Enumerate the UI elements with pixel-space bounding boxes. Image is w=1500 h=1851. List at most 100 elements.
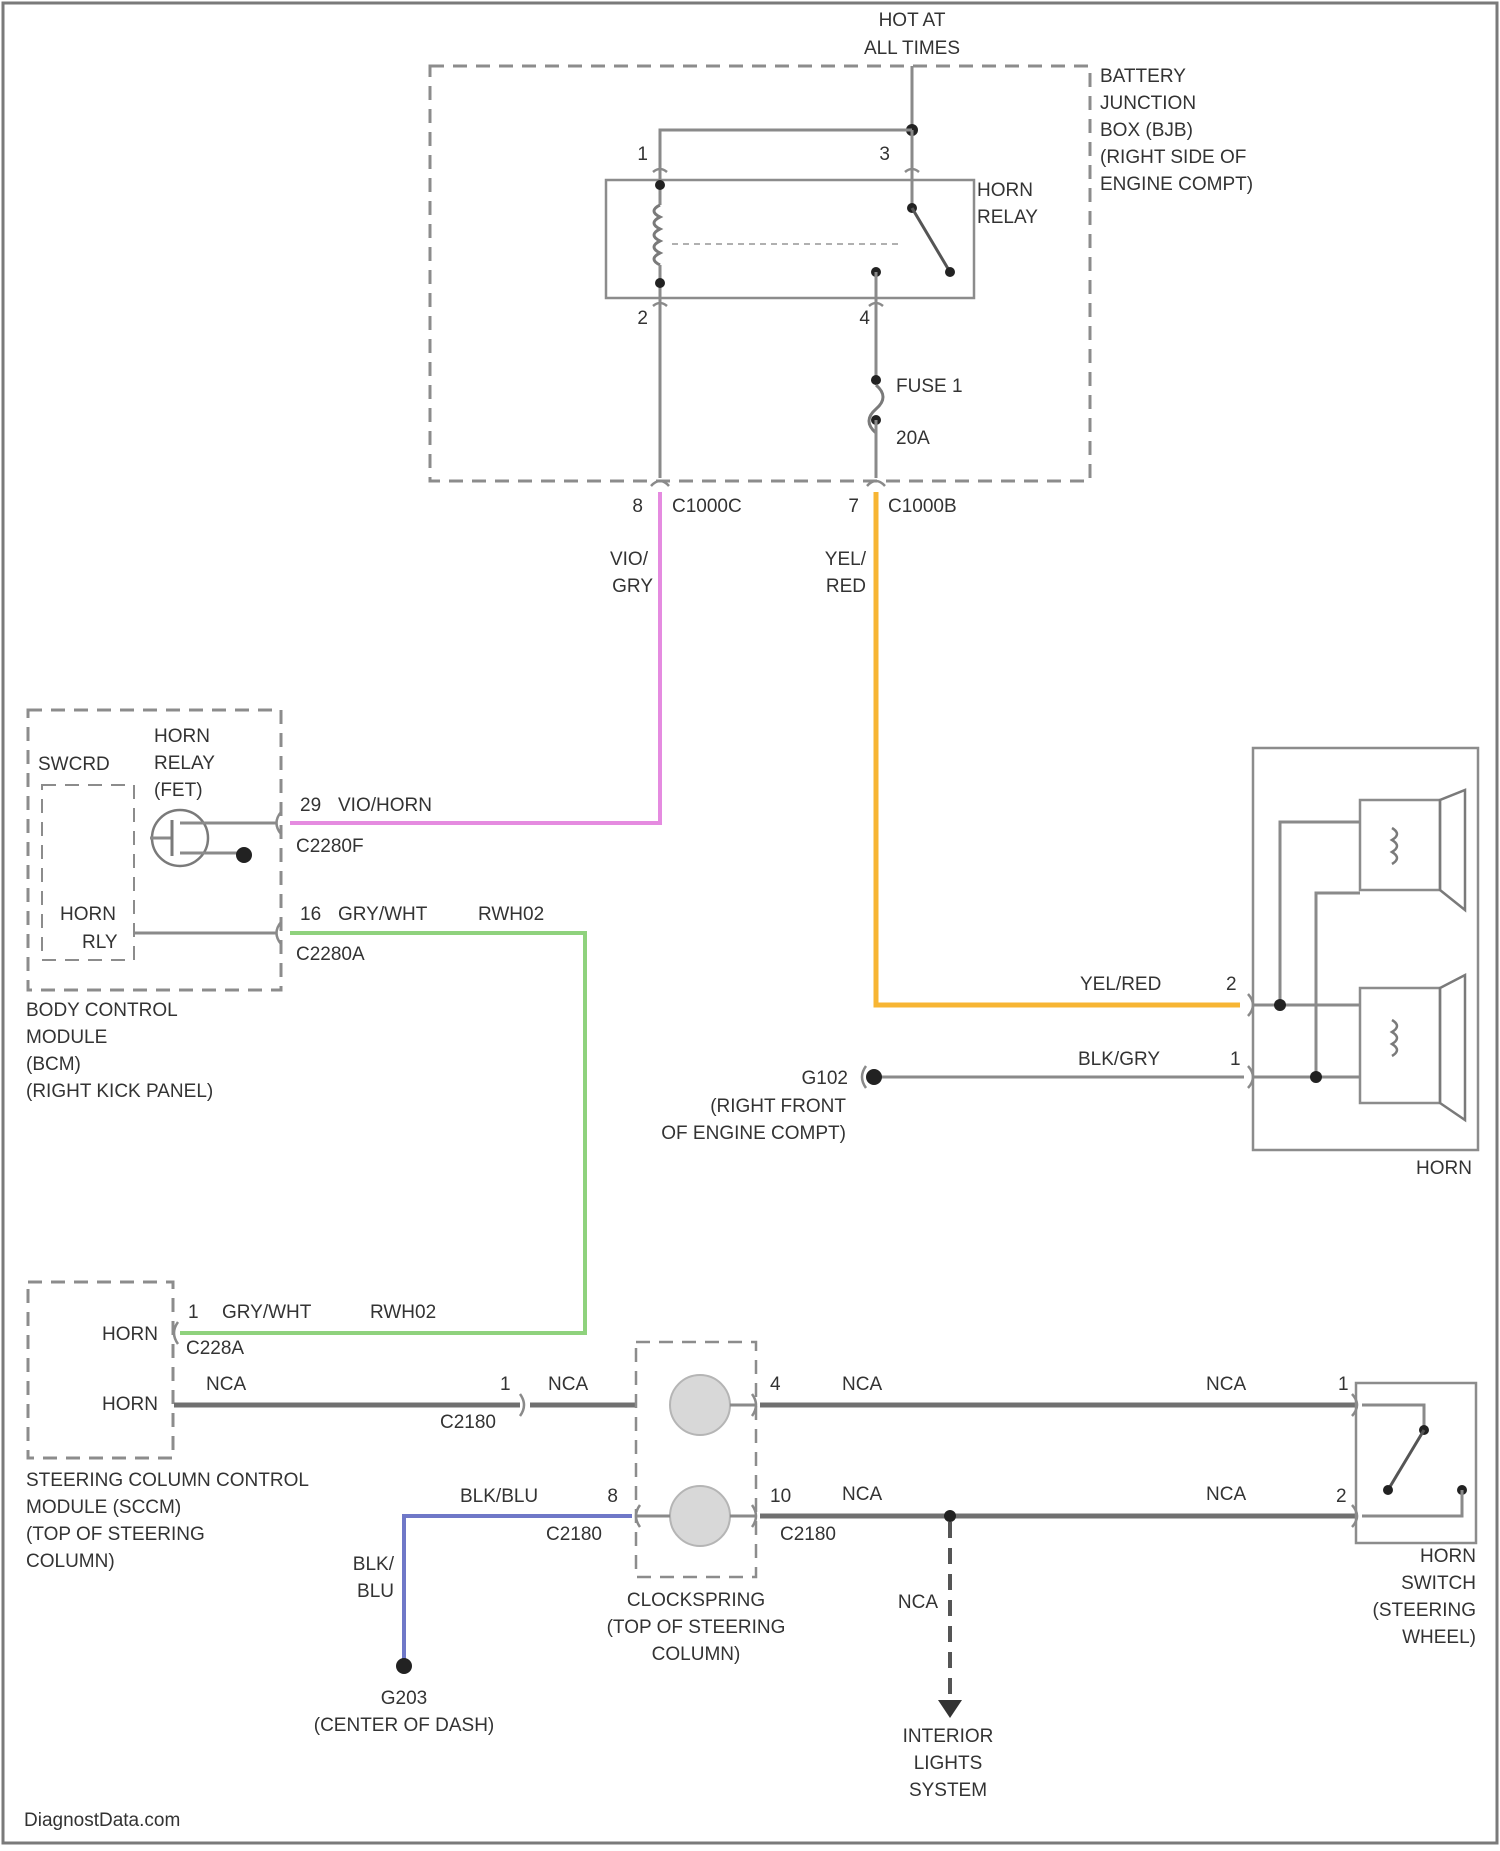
horn-pin-1: 1	[1230, 1049, 1241, 1070]
horn-switch-name-0: HORN	[1420, 1546, 1476, 1567]
horn-switch-name-3: WHEEL)	[1402, 1627, 1476, 1648]
footer-credit: DiagnostData.com	[24, 1810, 180, 1831]
interior-lights-junction	[944, 1510, 956, 1522]
nca-label-1: NCA	[206, 1374, 246, 1395]
bjb-label-2: BOX (BJB)	[1100, 120, 1193, 141]
horn-feed-a	[1254, 822, 1360, 1005]
horn-2-body	[1360, 988, 1440, 1103]
g102-name: G102	[802, 1068, 848, 1089]
g203-name: G203	[381, 1688, 427, 1709]
horn-assembly-outline	[1253, 748, 1478, 1150]
horn-1-coil	[1392, 828, 1397, 864]
nca-label-6: NCA	[1206, 1484, 1246, 1505]
clockspring-name-2: COLUMN)	[652, 1644, 741, 1665]
relay-coil-icon	[654, 205, 660, 265]
c2180-left-top-label: C2180	[440, 1412, 496, 1433]
bcm-name-1: MODULE	[26, 1027, 107, 1048]
horn-switch-top-lead	[1362, 1405, 1424, 1428]
relay-pin-4: 4	[859, 308, 870, 329]
power-label-line2: ALL TIMES	[864, 38, 960, 59]
sccm-horn-label-1: HORN	[102, 1324, 158, 1345]
sccm-rwh02: RWH02	[370, 1302, 436, 1323]
c2180-left-bot-label: C2180	[546, 1524, 602, 1545]
pin-10: 10	[770, 1486, 791, 1507]
vio-gry-label-2: GRY	[612, 576, 653, 597]
horn-pin-2: 2	[1226, 974, 1237, 995]
relay-switch-arm-icon	[912, 208, 950, 272]
g102-connector	[862, 1066, 866, 1088]
yellow-red-wire	[876, 492, 1240, 1005]
gray-white-wire	[180, 933, 585, 1333]
nca-label-3: NCA	[842, 1374, 882, 1395]
power-label-line1: HOT AT	[879, 10, 946, 31]
violet-gray-wire	[290, 492, 660, 823]
c2280f-label: C2280F	[296, 836, 364, 857]
bcm-relay-label-3: (FET)	[154, 780, 203, 801]
pin-4: 4	[770, 1374, 781, 1395]
blk-blu-label: BLK/BLU	[460, 1486, 538, 1507]
g102-location-2: OF ENGINE COMPT)	[661, 1123, 846, 1144]
sccm-name-0: STEERING COLUMN CONTROL	[26, 1470, 309, 1491]
horn-switch-name-2: (STEERING	[1373, 1600, 1476, 1621]
yel-red-horn-label: YEL/RED	[1080, 974, 1161, 995]
contact-tip-dot	[945, 267, 955, 277]
fet-ground-dot	[236, 847, 252, 863]
c1000c-name: C1000C	[672, 496, 742, 517]
c1000b-pin: 7	[848, 496, 859, 517]
horn-switch-name-1: SWITCH	[1401, 1573, 1476, 1594]
sccm-name-1: MODULE (SCCM)	[26, 1497, 181, 1518]
horn-label: HORN	[1416, 1158, 1472, 1179]
bcm-horn-rly-2: RLY	[82, 932, 118, 953]
pin-1c: 1	[1338, 1374, 1349, 1395]
yel-red-label-2: RED	[826, 576, 866, 597]
blk-blu-vertical-1: BLK/	[353, 1554, 395, 1575]
pin-1b: 1	[500, 1374, 511, 1395]
interior-lights-0: INTERIOR	[903, 1726, 994, 1747]
nca-label-5: NCA	[842, 1484, 882, 1505]
bcm-horn-rly-1: HORN	[60, 904, 116, 925]
interior-lights-1: LIGHTS	[914, 1753, 983, 1774]
horn-1-icon	[1440, 790, 1465, 910]
horn-switch-bottom-lead	[1362, 1490, 1462, 1516]
horn-switch-pivot-dot	[1383, 1485, 1393, 1495]
interior-lights-2: SYSTEM	[909, 1780, 987, 1801]
horn-switch-outline	[1356, 1383, 1476, 1543]
c2180-right-bot-label: C2180	[780, 1524, 836, 1545]
horn-2-coil	[1392, 1020, 1397, 1056]
g203-ground-icon	[396, 1658, 412, 1674]
yel-red-label-1: YEL/	[825, 549, 867, 570]
horn-2-icon	[1440, 975, 1465, 1120]
sccm-name-3: COLUMN)	[26, 1551, 115, 1572]
coil-top-dot	[655, 180, 665, 190]
gry-white-pin: 16	[300, 904, 321, 925]
bcm-name-2: (BCM)	[26, 1054, 81, 1075]
outer-frame	[3, 3, 1497, 1843]
relay-pin-3: 3	[879, 144, 890, 165]
vio-horn-label: VIO/HORN	[338, 795, 432, 816]
c2280a-label: C2280A	[296, 944, 365, 965]
g102-ground-icon	[866, 1069, 882, 1085]
horn-feed-junction	[1274, 999, 1286, 1011]
sccm-name-2: (TOP OF STEERING	[26, 1524, 205, 1545]
sccm-gry-white: GRY/WHT	[222, 1302, 312, 1323]
relay-pin-1: 1	[637, 144, 648, 165]
sccm-pin: 1	[188, 1302, 199, 1323]
horn-1-body	[1360, 800, 1440, 890]
relay-coil-feed-wire	[660, 130, 912, 180]
fuse-label: FUSE 1	[896, 376, 963, 397]
nca-label-2: NCA	[548, 1374, 588, 1395]
fuse-rating: 20A	[896, 428, 930, 449]
horn-ground-a	[1254, 893, 1360, 1077]
sccm-outline	[28, 1282, 173, 1458]
clockspring-name-1: (TOP OF STEERING	[607, 1617, 786, 1638]
bcm-relay-label-1: HORN	[154, 726, 210, 747]
sccm-horn-label-2: HORN	[102, 1394, 158, 1415]
bcm-name-0: BODY CONTROL	[26, 1000, 178, 1021]
clockspring-coil-1-icon	[670, 1375, 730, 1435]
c228a-connector	[174, 1322, 178, 1344]
nca-vertical-label: NCA	[898, 1592, 938, 1613]
horn-ground-junction	[1310, 1071, 1322, 1083]
fuse-top-dot	[871, 375, 881, 385]
